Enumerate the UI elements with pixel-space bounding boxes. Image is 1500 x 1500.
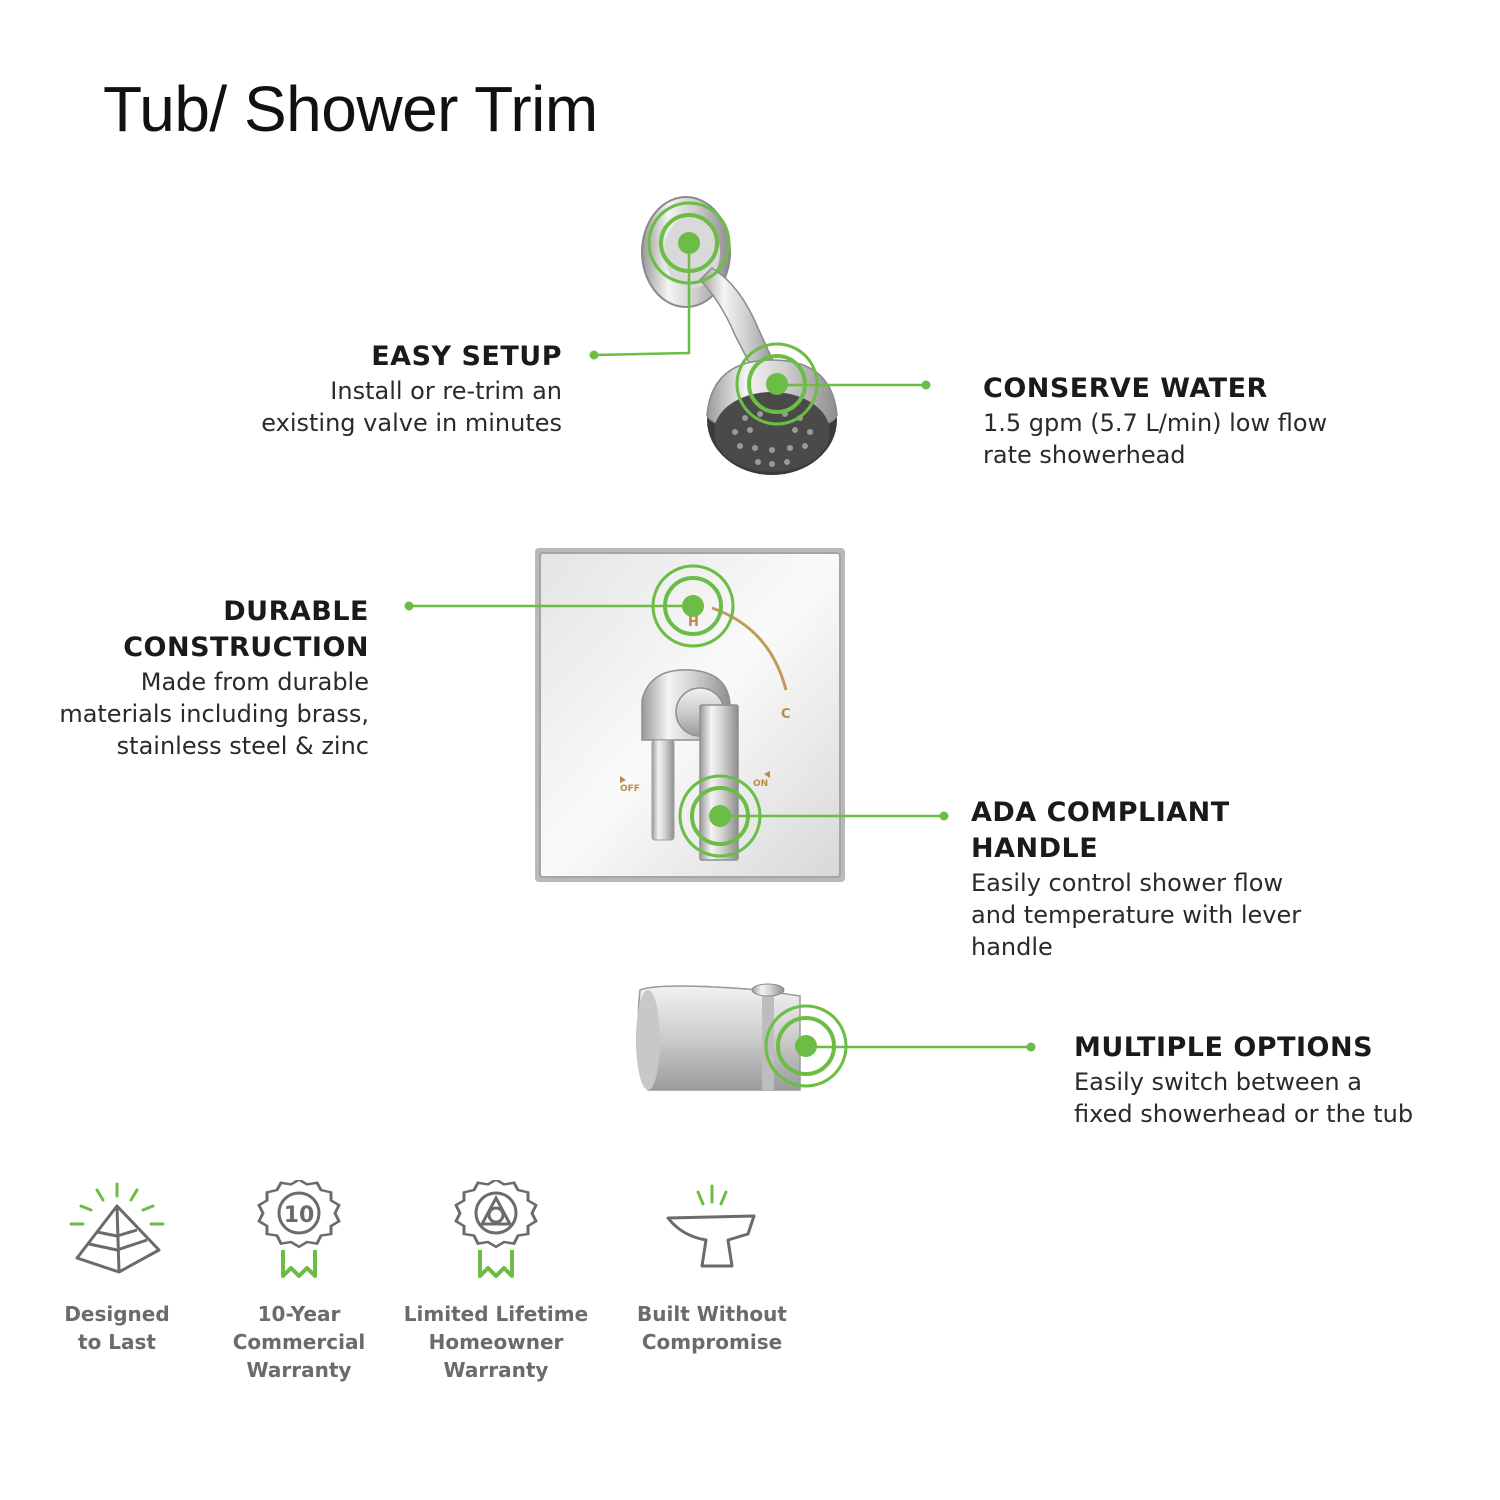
- callout-title: EASY SETUP: [371, 341, 562, 372]
- badge-lifetime-warranty: Limited Lifetime Homeowner Warranty: [396, 1180, 596, 1382]
- callout-desc: Easily control shower flow and temperatu…: [971, 869, 1302, 961]
- lifetime-award-icon: [454, 1180, 538, 1278]
- off-arrow-icon: [620, 776, 626, 783]
- badge-label: Limited Lifetime Homeowner Warranty: [403, 1302, 589, 1382]
- award-number: 10: [284, 1203, 315, 1228]
- valve-hot-label: H: [688, 615, 699, 630]
- badge-label: Designed to Last: [64, 1302, 170, 1354]
- badge-label: 10-Year Commercial Warranty: [232, 1302, 366, 1382]
- callout-title: DURABLE CONSTRUCTION: [123, 596, 369, 663]
- page-title: Tub/ Shower Trim: [103, 73, 598, 145]
- valve-trim-plate-icon: [535, 548, 845, 882]
- target-marker: [678, 774, 762, 858]
- valve-cold-label: C: [781, 707, 791, 722]
- callout-multiple-options: MULTIPLE OPTIONS Easily switch between a…: [1074, 1030, 1484, 1130]
- valve-off-label: OFF: [620, 784, 640, 794]
- callout-conserve-water: CONSERVE WATER 1.5 gpm (5.7 L/min) low f…: [983, 371, 1403, 471]
- badge-ten-year-warranty: 10 10-Year Commercial Warranty: [199, 1180, 399, 1382]
- callout-easy-setup: EASY SETUP Install or re-trim an existin…: [142, 339, 562, 439]
- callout-durable-construction: DURABLE CONSTRUCTION Made from durable m…: [9, 594, 369, 762]
- target-marker: [735, 342, 819, 426]
- callout-title: CONSERVE WATER: [983, 373, 1268, 404]
- target-marker: [764, 1004, 848, 1088]
- valve-on-label: ON: [753, 779, 768, 789]
- callout-desc: Made from durable materials including br…: [59, 668, 369, 760]
- ten-year-award-icon: 10: [257, 1180, 341, 1278]
- pyramid-icon: [69, 1182, 165, 1274]
- badge-designed-to-last: Designed to Last: [17, 1180, 217, 1380]
- callout-title: ADA COMPLIANT HANDLE: [971, 797, 1230, 864]
- callout-desc: 1.5 gpm (5.7 L/min) low flow rate shower…: [983, 409, 1328, 469]
- callout-ada-handle: ADA COMPLIANT HANDLE Easily control show…: [971, 795, 1411, 963]
- on-arrow-icon: [764, 771, 770, 778]
- target-marker: [647, 201, 731, 285]
- callout-connectors: [409, 243, 1031, 1049]
- badge-built-without-compromise: Built Without Compromise: [612, 1180, 812, 1380]
- connector-endpoints: [404, 350, 1036, 1052]
- badge-label: Built Without Compromise: [637, 1302, 787, 1354]
- callout-title: MULTIPLE OPTIONS: [1074, 1032, 1374, 1063]
- anvil-icon: [666, 1184, 756, 1268]
- callout-desc: Install or re-trim an existing valve in …: [261, 377, 562, 437]
- target-marker: [651, 564, 735, 648]
- tub-spout-icon: [636, 983, 801, 1091]
- callout-desc: Easily switch between a fixed showerhead…: [1074, 1068, 1414, 1128]
